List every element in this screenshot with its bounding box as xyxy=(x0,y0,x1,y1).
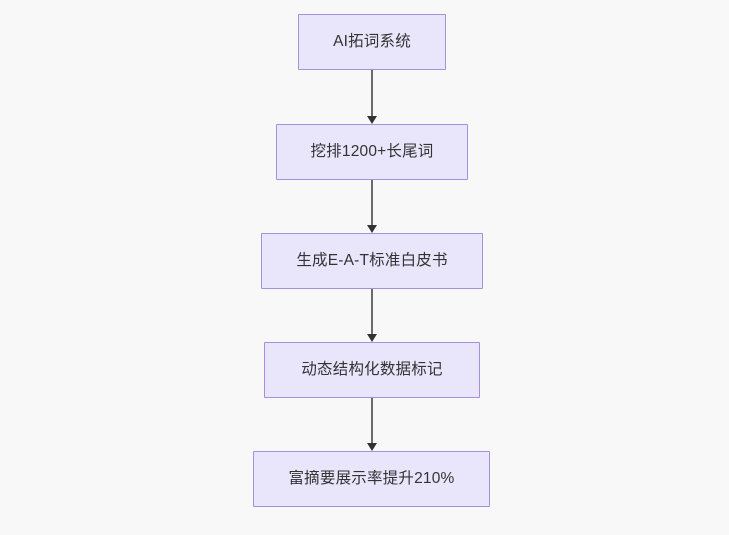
flow-node-label: 生成E-A-T标准白皮书 xyxy=(296,251,448,269)
arrowhead-node1-to-node2 xyxy=(366,116,377,124)
arrowhead-node4-to-node5 xyxy=(366,443,377,451)
flow-node-rich-snippet-rate-increase[interactable]: 富摘要展示率提升210% xyxy=(253,451,490,507)
edge-node2-to-node3 xyxy=(371,180,373,225)
arrowhead-node2-to-node3 xyxy=(366,225,377,233)
edge-node3-to-node4 xyxy=(371,289,373,334)
edge-node4-to-node5 xyxy=(371,398,373,443)
flow-node-label: 挖排1200+长尾词 xyxy=(310,142,434,160)
edge-node1-to-node2 xyxy=(371,70,373,116)
flow-node-label: AI拓词系统 xyxy=(333,32,411,50)
flow-node-ai-keyword-system[interactable]: AI拓词系统 xyxy=(298,14,446,70)
arrowhead-node3-to-node4 xyxy=(366,334,377,342)
flow-node-label: 富摘要展示率提升210% xyxy=(288,469,455,487)
flow-node-dynamic-structured-data-markup[interactable]: 动态结构化数据标记 xyxy=(264,342,480,398)
flow-node-label: 动态结构化数据标记 xyxy=(301,360,443,378)
flow-node-generate-eat-whitepaper[interactable]: 生成E-A-T标准白皮书 xyxy=(261,233,483,289)
flow-node-mine-longtail-keywords[interactable]: 挖排1200+长尾词 xyxy=(276,124,468,180)
